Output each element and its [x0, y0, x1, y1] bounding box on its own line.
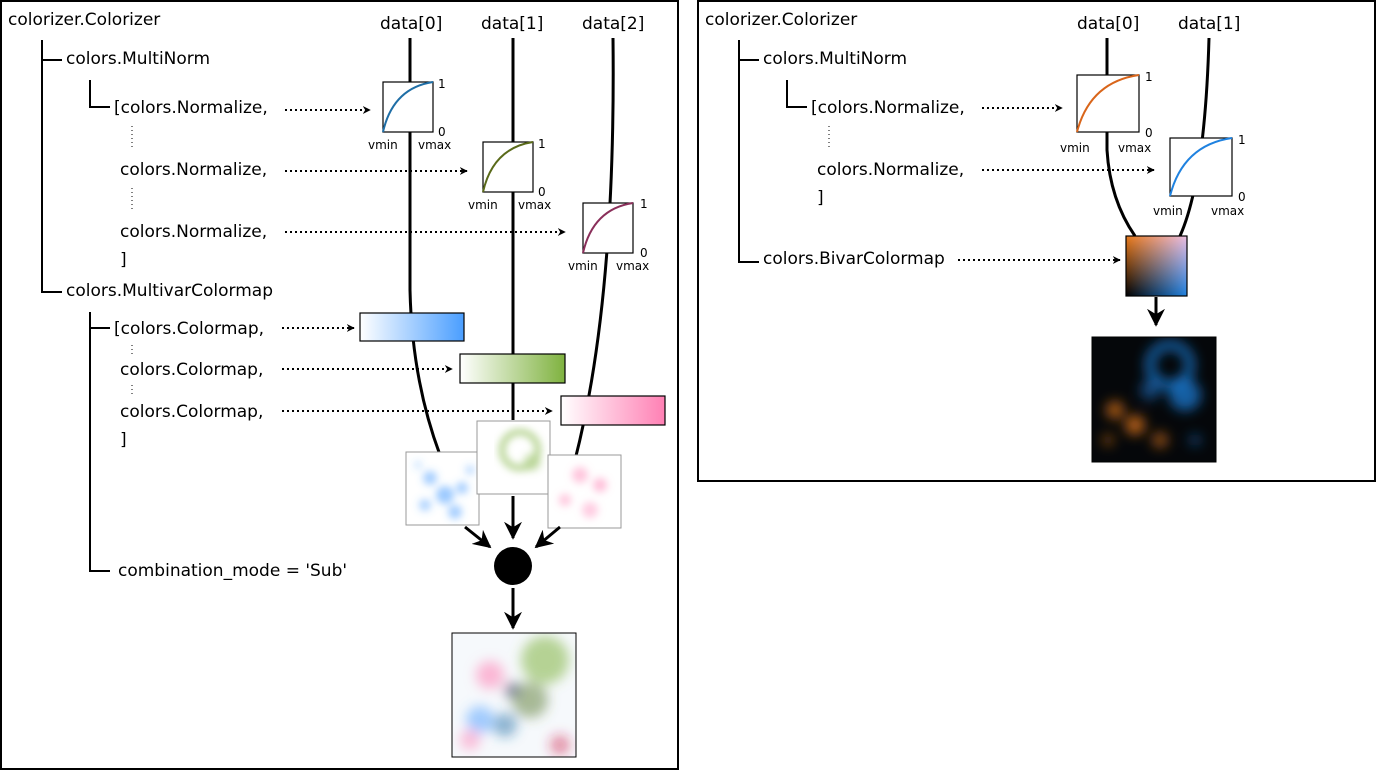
- left-data-label-0: data[0]: [380, 14, 442, 34]
- left-combination-label: combination_mode = 'Sub': [118, 561, 347, 581]
- norm-bottom-label: 0: [1238, 190, 1246, 204]
- right-normalize-close: ]: [817, 188, 824, 208]
- left-colormap-1: [colors.Colormap,: [114, 319, 264, 339]
- left-title: colorizer.Colorizer: [8, 10, 160, 30]
- left-multinorm-label: colors.MultiNorm: [66, 49, 210, 69]
- right-norm-plot-1: 1 0 vmin vmax: [1153, 133, 1246, 218]
- norm-bottom-label: 0: [640, 246, 648, 260]
- left-panel-frame: [0, 0, 679, 770]
- norm-top-label: 1: [1238, 133, 1246, 147]
- left-data-label-2: data[2]: [582, 14, 644, 34]
- left-combine-arrows: [464, 496, 561, 630]
- right-normalize-2: colors.Normalize,: [817, 160, 964, 180]
- right-normalize-1: [colors.Normalize,: [811, 98, 965, 118]
- left-image-pink: [547, 454, 622, 529]
- right-multinorm-label: colors.MultiNorm: [763, 49, 907, 69]
- left-image-green: [476, 420, 551, 495]
- left-colormap-3: colors.Colormap,: [120, 402, 263, 422]
- right-title: colorizer.Colorizer: [705, 10, 857, 30]
- left-combine-node: [494, 547, 532, 585]
- norm-bottom-label: 0: [438, 125, 446, 139]
- left-normalize-2: colors.Normalize,: [120, 160, 267, 180]
- norm-top-label: 1: [538, 137, 546, 151]
- right-norm-arrows: [958, 104, 1155, 264]
- norm-top-label: 1: [1145, 70, 1153, 84]
- left-norm-plot-1: 1 0 vmin vmax: [468, 137, 551, 212]
- right-norm-plot-0: 1 0 vmin vmax: [1060, 70, 1153, 155]
- norm-vmax-label: vmax: [518, 198, 551, 212]
- left-colormap-2: colors.Colormap,: [120, 360, 263, 380]
- left-norm-plot-2: 1 0 vmin vmax: [568, 197, 649, 273]
- norm-top-label: 1: [438, 77, 446, 91]
- left-norm-curve-2: [582, 202, 634, 254]
- left-norm-arrows: [282, 106, 566, 415]
- right-panel-frame: [697, 0, 1376, 482]
- left-colormap-bar-2: [560, 395, 666, 426]
- left-result-image: [451, 632, 577, 758]
- norm-bottom-label: 0: [1145, 126, 1153, 140]
- right-tree-lines: [738, 40, 807, 263]
- norm-vmin-label: vmin: [568, 259, 598, 273]
- left-tree-lines: [41, 40, 110, 572]
- left-multivar-label: colors.MultivarColormap: [66, 281, 273, 301]
- norm-vmax-label: vmax: [1118, 141, 1151, 155]
- norm-vmin-label: vmin: [468, 198, 498, 212]
- left-colormap-bar-1: [459, 353, 566, 384]
- left-colormap-bar-0: [359, 312, 465, 342]
- left-data-label-1: data[1]: [481, 14, 543, 34]
- right-data-label-1: data[1]: [1178, 14, 1240, 34]
- left-colormap-close: ]: [120, 430, 127, 450]
- norm-vmin-label: vmin: [368, 138, 398, 152]
- left-norm-curve-1: [482, 141, 534, 193]
- norm-vmin-label: vmin: [1060, 141, 1090, 155]
- left-normalize-3: colors.Normalize,: [120, 222, 267, 242]
- norm-top-label: 1: [640, 197, 648, 211]
- right-bivar-colormap: [1125, 235, 1188, 297]
- right-result-image: [1091, 336, 1217, 463]
- norm-vmax-label: vmax: [1211, 204, 1244, 218]
- left-normalize-1: [colors.Normalize,: [114, 98, 268, 118]
- norm-vmin-label: vmin: [1153, 204, 1183, 218]
- left-image-blue: [405, 451, 480, 526]
- right-norm-curve-1: [1169, 137, 1233, 197]
- norm-vmax-label: vmax: [418, 138, 451, 152]
- right-data-label-0: data[0]: [1077, 14, 1139, 34]
- left-norm-plot-0: 1 0 vmin vmax: [368, 77, 451, 152]
- left-norm-curve-0: [382, 81, 434, 133]
- right-norm-curve-0: [1076, 74, 1140, 133]
- left-normalize-close: ]: [120, 250, 127, 270]
- norm-vmax-label: vmax: [616, 259, 649, 273]
- norm-bottom-label: 0: [538, 185, 546, 199]
- right-bivar-label: colors.BivarColormap: [763, 249, 945, 269]
